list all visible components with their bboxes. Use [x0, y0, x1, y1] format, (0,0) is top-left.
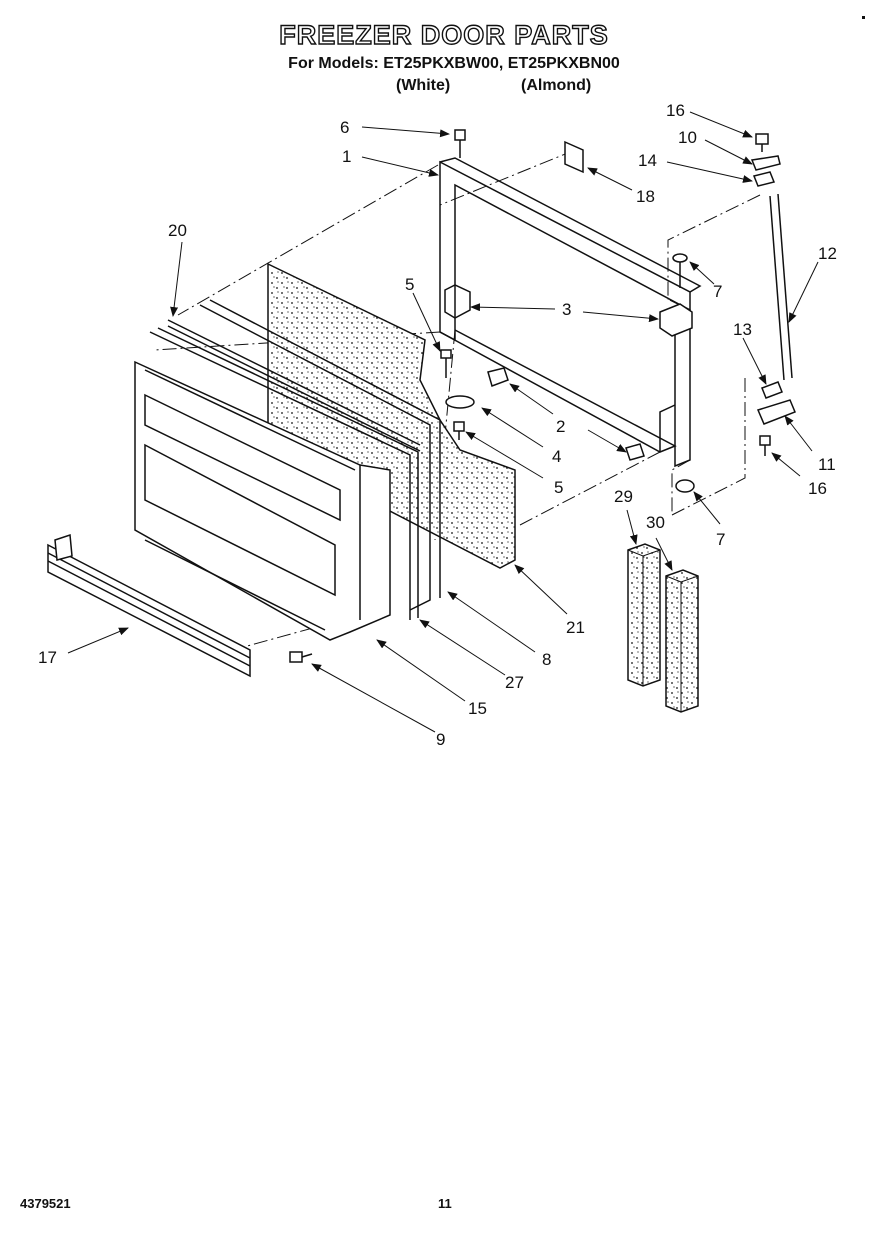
callout-7-top: 7	[713, 282, 722, 301]
callout-18: 18	[636, 187, 655, 206]
callout-9: 9	[436, 730, 445, 749]
callout-6: 6	[340, 118, 349, 137]
foam-blocks	[627, 543, 699, 713]
variant-white-label: (White)	[396, 77, 451, 94]
callout-15: 15	[468, 699, 487, 718]
callout-29: 29	[614, 487, 633, 506]
callout-3: 3	[562, 300, 571, 319]
door-trim-part-17	[47, 533, 251, 678]
document-number: 4379521	[20, 1196, 71, 1211]
callout-10: 10	[678, 128, 697, 147]
callout-13: 13	[733, 320, 752, 339]
callout-1: 1	[342, 147, 351, 166]
page-title: FREEZER DOOR PARTS	[279, 19, 609, 50]
callout-21: 21	[566, 618, 585, 637]
callout-7-bottom: 7	[716, 530, 725, 549]
corner-mark	[862, 16, 865, 19]
callout-27: 27	[505, 673, 524, 692]
callout-30: 30	[646, 513, 665, 532]
callout-12: 12	[818, 244, 837, 263]
leader-arrows	[67, 111, 819, 733]
callout-5-lower: 5	[554, 478, 563, 497]
callout-16-bottom: 16	[808, 479, 827, 498]
gasket-frames	[149, 299, 441, 620]
callout-2: 2	[556, 417, 565, 436]
callout-14: 14	[638, 151, 657, 170]
screw-part-9	[289, 651, 313, 663]
callout-16-top: 16	[666, 101, 685, 120]
page-number: 11	[438, 1196, 452, 1211]
label-block-part-18	[564, 140, 584, 174]
models-line: For Models: ET25PKXBW00, ET25PKXBN00	[288, 55, 620, 72]
callout-20: 20	[168, 221, 187, 240]
callout-8: 8	[542, 650, 551, 669]
hinge-hardware	[440, 129, 796, 493]
variant-almond-label: (Almond)	[521, 77, 592, 94]
callout-17: 17	[38, 648, 57, 667]
door-liner-part-15	[134, 360, 391, 641]
callout-11: 11	[818, 455, 836, 474]
callout-5-left: 5	[405, 275, 414, 294]
callout-4: 4	[552, 447, 561, 466]
